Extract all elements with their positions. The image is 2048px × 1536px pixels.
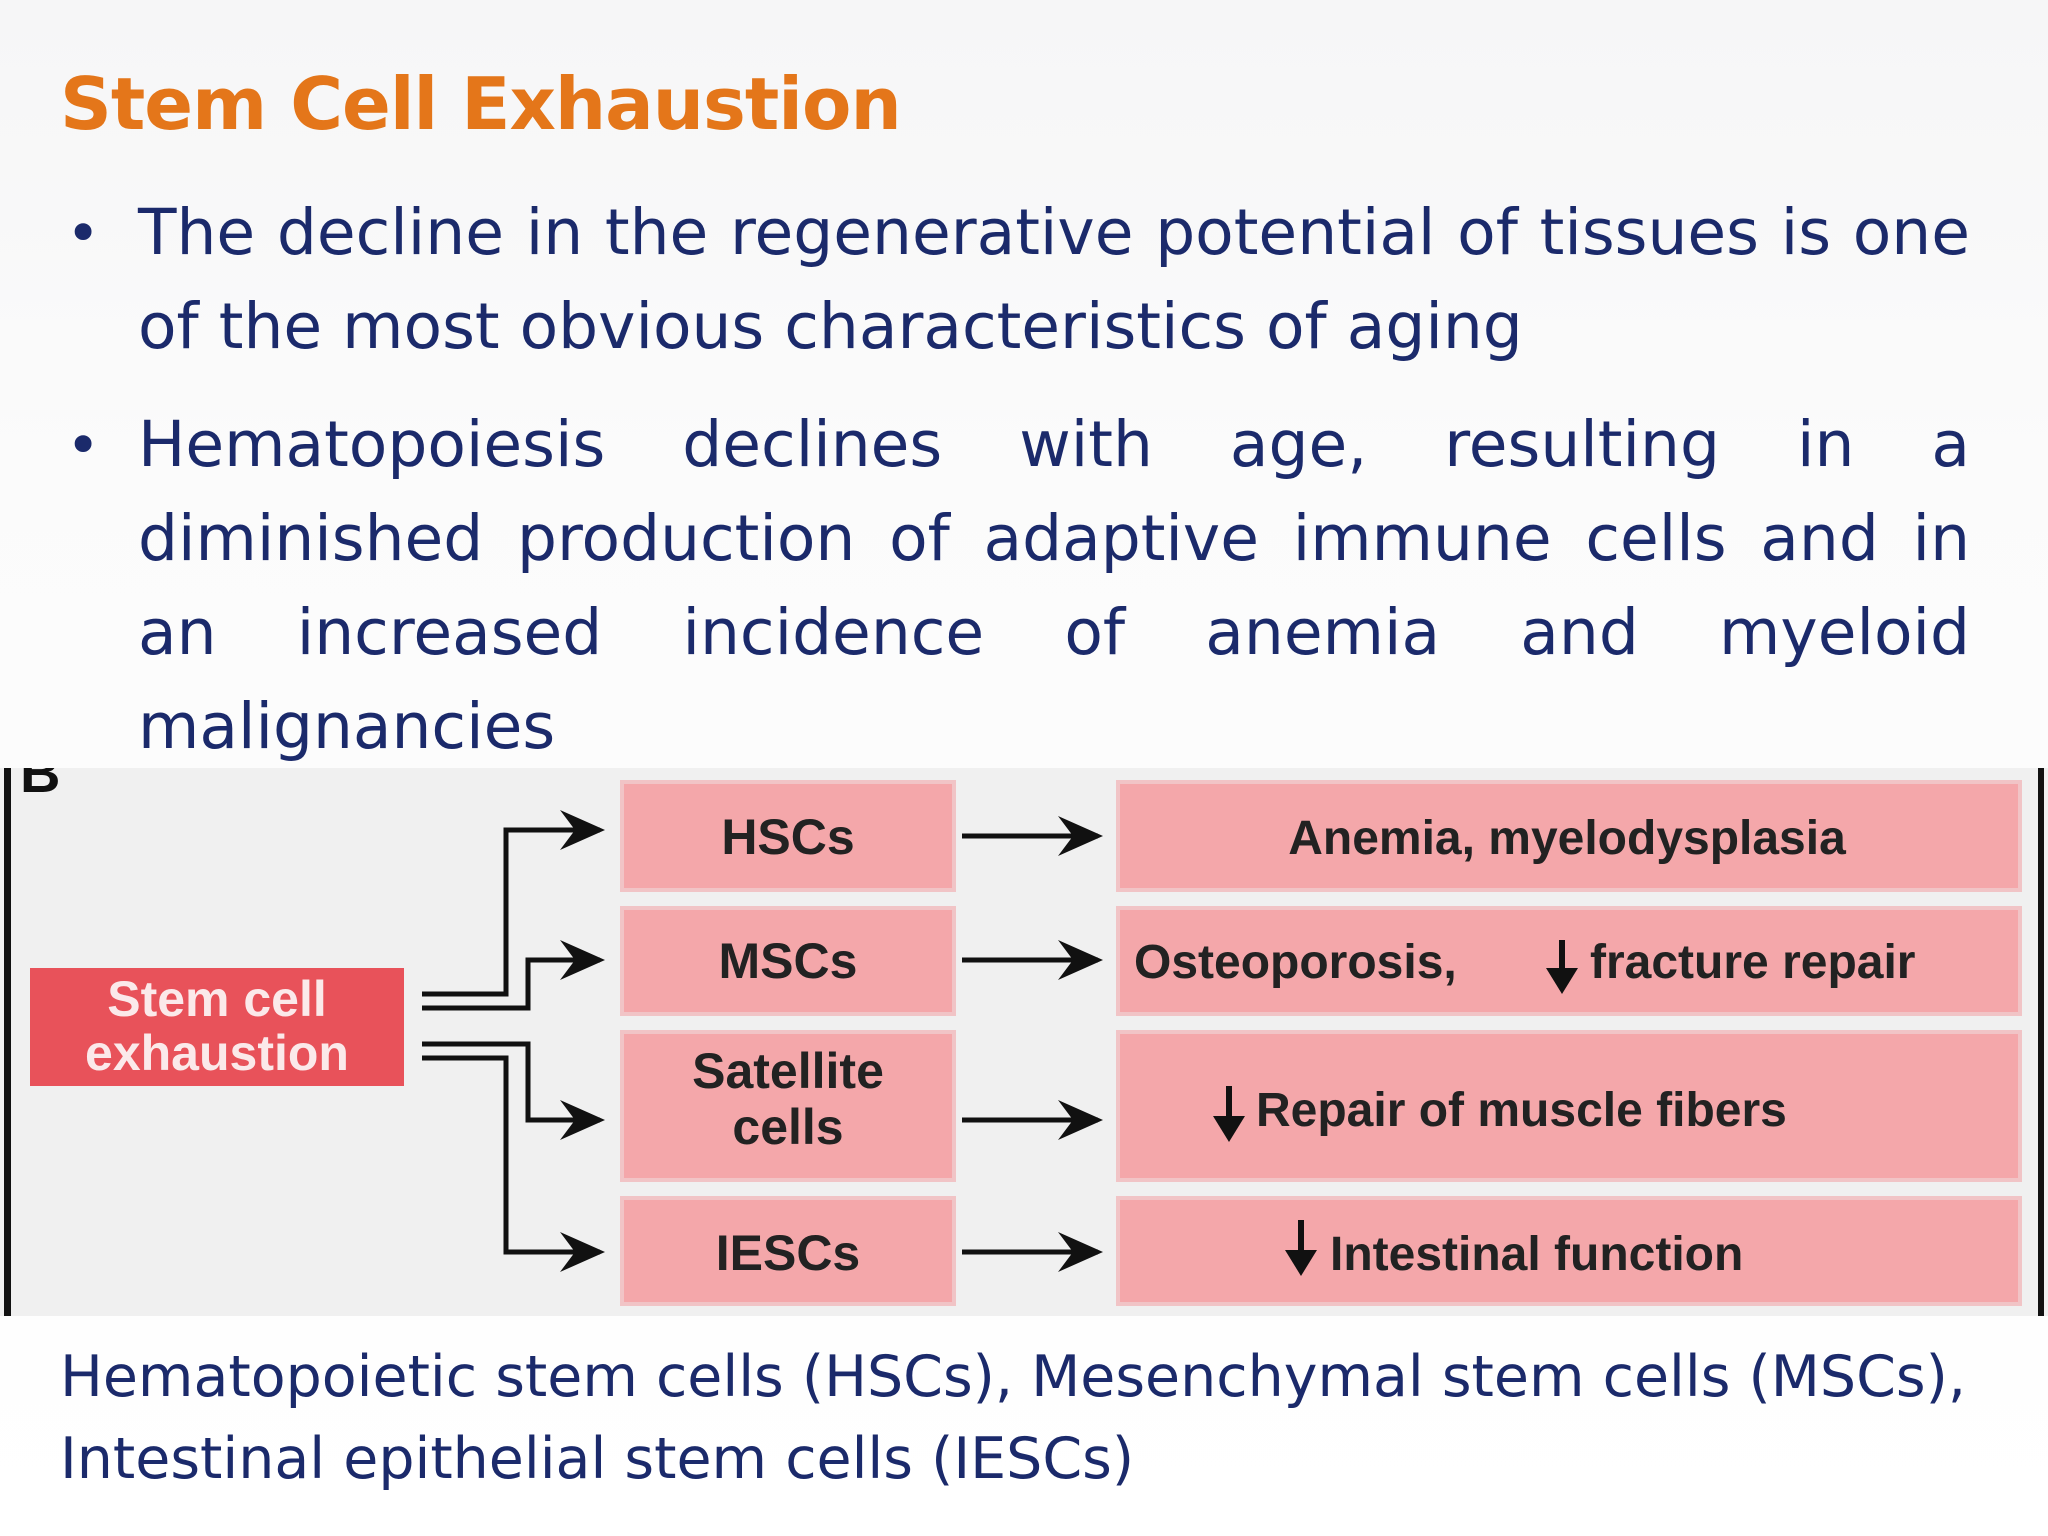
outcome-label-hscs: Anemia, myelodysplasia — [1288, 812, 1846, 865]
connector-arrow-iescs — [422, 1055, 605, 1272]
outcome-box-iescs — [1116, 1196, 2022, 1306]
figure-caption: Hematopoietic stem cells (HSCs), Mesench… — [60, 1336, 2020, 1500]
down-arrow-icon — [1285, 1220, 1317, 1276]
cell-label-iescs: IESCs — [716, 1225, 861, 1281]
left-frame-line — [4, 768, 11, 1316]
connector-arrow-hscs — [422, 810, 605, 997]
caption-line: Hematopoietic stem cells (HSCs), Mesench… — [60, 1344, 1966, 1410]
cell-box-iescs — [620, 1196, 956, 1306]
cell-box-mscs — [620, 906, 956, 1016]
cell-label-satellite-line-2: cells — [732, 1099, 843, 1155]
outcome-box-hscs — [1116, 780, 2022, 892]
down-arrow-icon — [1213, 1086, 1245, 1142]
right-frame-line — [2038, 768, 2044, 1316]
connector-arrow-satellite — [422, 1041, 605, 1140]
diagram-canvas: B Stem cell exhaustion HSCs Anemia, myel… — [4, 768, 2044, 1316]
outcome-box-mscs — [1116, 906, 2022, 1016]
outcome-box-satellite — [1116, 1030, 2022, 1182]
outcome-label-mscs-part1: Osteoporosis, — [1134, 936, 1457, 989]
bullet-item: • Hematopoiesis declines with age, resul… — [60, 398, 1970, 774]
bullet-dot-icon: • — [66, 411, 101, 479]
panel-letter: B — [20, 768, 60, 804]
slide-title: Stem Cell Exhaustion — [60, 62, 902, 146]
down-arrow-icon — [1546, 940, 1578, 994]
outcome-label-satellite: Repair of muscle fibers — [1256, 1084, 1787, 1137]
outcome-label-iescs: Intestinal function — [1330, 1228, 1743, 1281]
source-box-label-line-1: Stem cell — [107, 971, 327, 1027]
bullet-text: Hematopoiesis declines with age, resulti… — [138, 408, 1970, 763]
cell-label-satellite-line-1: Satellite — [692, 1043, 884, 1099]
bullet-dot-icon: • — [66, 199, 101, 267]
cell-label-mscs: MSCs — [719, 933, 858, 989]
outcome-label-mscs-part2: fracture repair — [1590, 936, 1915, 989]
connector-arrow-mscs — [422, 940, 605, 1011]
bullet-list: • The decline in the regenerative potent… — [60, 186, 1970, 774]
source-box — [30, 968, 404, 1086]
cell-label-hscs: HSCs — [721, 809, 854, 865]
stem-cell-diagram: B Stem cell exhaustion HSCs Anemia, myel… — [0, 768, 2048, 1316]
cell-box-hscs — [620, 780, 956, 892]
cell-box-satellite — [620, 1030, 956, 1182]
caption-line: Intestinal epithelial stem cells (IESCs) — [60, 1426, 1135, 1492]
bullet-item: • The decline in the regenerative potent… — [60, 186, 1970, 374]
bullet-text: The decline in the regenerative potentia… — [138, 196, 1970, 363]
source-box-label-line-2: exhaustion — [85, 1025, 349, 1081]
